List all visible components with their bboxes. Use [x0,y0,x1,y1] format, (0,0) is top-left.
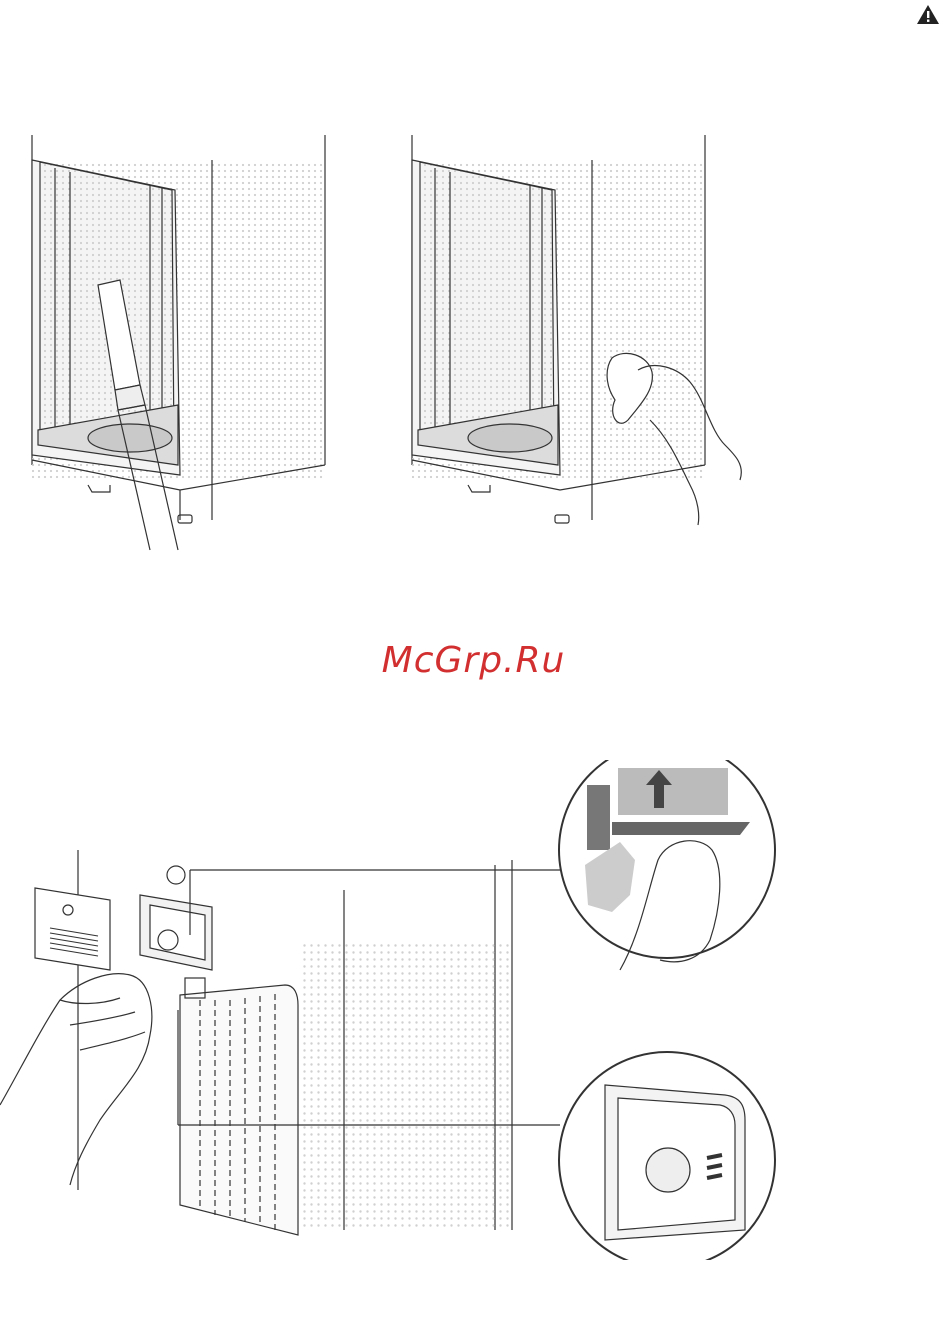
vacuum-cleaning-illustration [0,120,350,570]
warning-triangle-icon [916,3,940,27]
cloth-wiping-illustration [380,120,760,540]
sensor-cover-removal-illustration [0,760,947,1260]
watermark: McGrp.Ru [0,640,947,681]
